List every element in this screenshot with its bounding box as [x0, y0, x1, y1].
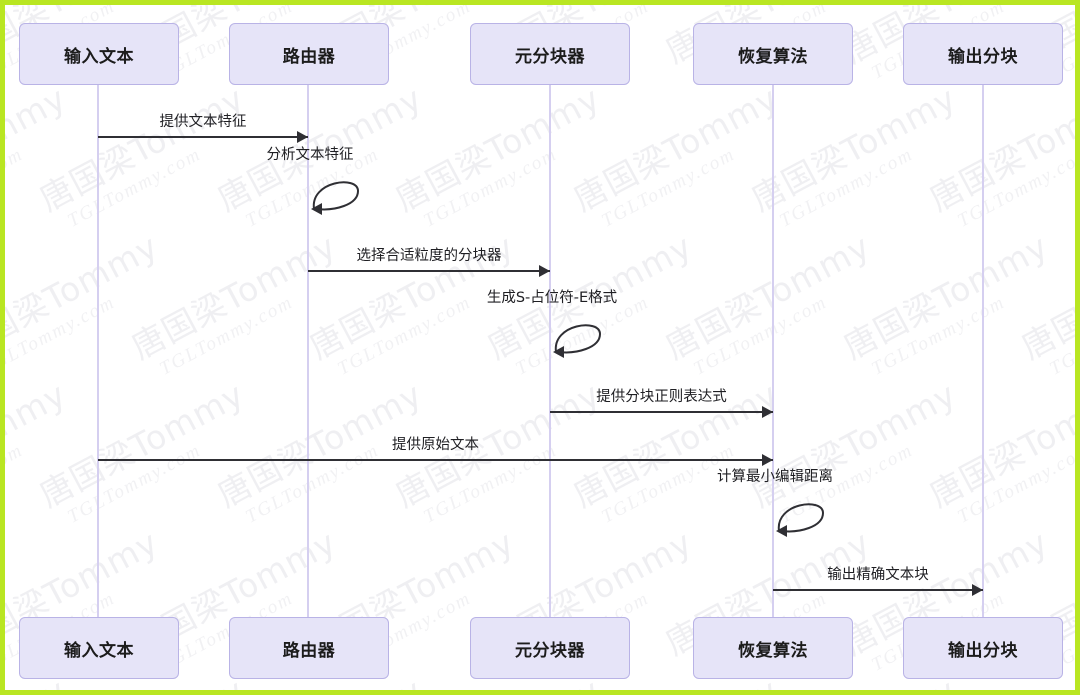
- message-label-m7: 计算最小编辑距离: [717, 469, 833, 485]
- message-arrowhead-m8: [972, 584, 983, 596]
- participant-label: 输入文本: [64, 46, 134, 67]
- participant-box-top-recovery-algo[interactable]: 恢复算法: [693, 23, 853, 85]
- participant-box-top-input-text[interactable]: 输入文本: [19, 23, 179, 85]
- message-arrowhead-m6: [762, 454, 773, 466]
- message-line-m6: [98, 459, 773, 461]
- participant-box-top-output-chunks[interactable]: 输出分块: [903, 23, 1063, 85]
- message-label-m6: 提供原始文本: [392, 437, 479, 453]
- message-arrowhead-m5: [762, 406, 773, 418]
- lifeline-router: [307, 85, 309, 617]
- message-label-m2: 分析文本特征: [266, 147, 354, 163]
- participant-label: 元分块器: [515, 46, 585, 67]
- participant-label: 恢复算法: [738, 46, 808, 67]
- participant-box-bottom-input-text[interactable]: 输入文本: [19, 617, 179, 679]
- participant-box-bottom-meta-chunker[interactable]: 元分块器: [470, 617, 630, 679]
- message-label-m1: 提供文本特征: [159, 114, 247, 130]
- self-message-loop-m4: [550, 312, 614, 362]
- participant-label: 路由器: [282, 46, 336, 67]
- message-line-m3: [308, 270, 550, 272]
- message-arrowhead-m3: [539, 265, 550, 277]
- participant-box-bottom-output-chunks[interactable]: 输出分块: [903, 617, 1063, 679]
- participant-label: 输入文本: [64, 640, 134, 661]
- sequence-diagram-content: 输入文本输入文本路由器路由器元分块器元分块器恢复算法恢复算法输出分块输出分块提供…: [5, 5, 1075, 690]
- participant-label: 恢复算法: [738, 640, 808, 661]
- message-label-m8: 输出精确文本块: [827, 567, 929, 583]
- self-message-loop-m7: [773, 491, 837, 541]
- lifeline-input-text: [97, 85, 99, 617]
- message-line-m1: [98, 136, 308, 138]
- message-line-m8: [773, 589, 983, 591]
- participant-box-top-router[interactable]: 路由器: [229, 23, 389, 85]
- message-label-m5: 提供分块正则表达式: [596, 389, 727, 405]
- lifeline-meta-chunker: [549, 85, 551, 617]
- message-label-m3: 选择合适粒度的分块器: [356, 248, 502, 264]
- participant-box-bottom-router[interactable]: 路由器: [229, 617, 389, 679]
- self-message-loop-m2: [308, 169, 372, 219]
- participant-label: 路由器: [282, 640, 336, 661]
- participant-box-bottom-recovery-algo[interactable]: 恢复算法: [693, 617, 853, 679]
- participant-label: 输出分块: [948, 46, 1018, 67]
- message-line-m5: [550, 411, 773, 413]
- lifeline-output-chunks: [982, 85, 984, 617]
- message-arrowhead-m1: [297, 131, 308, 143]
- participant-label: 输出分块: [948, 640, 1018, 661]
- participant-box-top-meta-chunker[interactable]: 元分块器: [470, 23, 630, 85]
- participant-label: 元分块器: [515, 640, 585, 661]
- lifeline-recovery-algo: [772, 85, 774, 617]
- message-label-m4: 生成S-占位符-E格式: [486, 290, 618, 306]
